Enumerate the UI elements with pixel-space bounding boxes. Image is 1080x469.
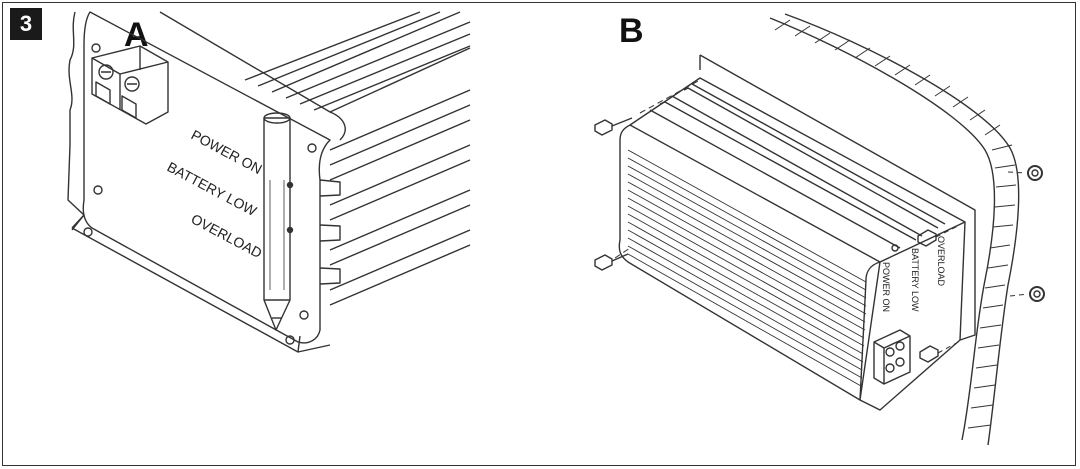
panel-a-hole bbox=[83, 227, 93, 237]
panel-b-end-face bbox=[859, 221, 966, 401]
panel-a-hole bbox=[91, 43, 101, 53]
panel-b-label-power-on: POWER ON bbox=[881, 262, 891, 312]
panel-b-body bbox=[618, 77, 966, 411]
panel-a-base-plate bbox=[71, 227, 331, 353]
panel-b-side-fins bbox=[627, 149, 867, 387]
panel-a-hole bbox=[93, 185, 103, 195]
screw-bottom-right bbox=[919, 339, 963, 363]
screw-bottom-left bbox=[594, 247, 631, 271]
panel-b-illustration bbox=[594, 13, 1045, 446]
panel-b-terminal-block bbox=[873, 329, 911, 385]
panel-a-hole bbox=[307, 143, 317, 153]
panel-b-label-overload: OVERLOAD bbox=[936, 236, 946, 287]
panel-a-heatsink-fins bbox=[244, 11, 471, 306]
panel-a-label-overload: OVERLOAD bbox=[189, 211, 265, 262]
wall-edge-outer bbox=[769, 17, 996, 441]
panel-b-label-battery-low: BATTERY LOW bbox=[910, 248, 920, 312]
panel-a-label-power-on: POWER ON bbox=[189, 127, 265, 178]
screw-top-right bbox=[917, 224, 961, 247]
panel-a-left-flange bbox=[67, 11, 85, 231]
mounting-plate bbox=[699, 54, 976, 341]
panel-a-front-face bbox=[82, 11, 331, 344]
screw-top-left bbox=[594, 79, 701, 136]
panel-a-hole bbox=[285, 335, 295, 345]
nut-bottom bbox=[1009, 286, 1045, 302]
wall-hatching bbox=[774, 19, 1017, 429]
pencil-illustration bbox=[263, 112, 291, 331]
nut-top bbox=[1007, 165, 1043, 181]
panel-a-hole bbox=[299, 310, 309, 320]
panel-b-top-ridges bbox=[629, 83, 946, 263]
step-number-badge: 3 bbox=[10, 8, 42, 40]
wall-edge-inner bbox=[784, 13, 1020, 446]
panel-a-illustration bbox=[67, 11, 471, 353]
panel-a-terminal-block bbox=[91, 45, 169, 125]
panel-b-letter: B bbox=[619, 12, 644, 50]
